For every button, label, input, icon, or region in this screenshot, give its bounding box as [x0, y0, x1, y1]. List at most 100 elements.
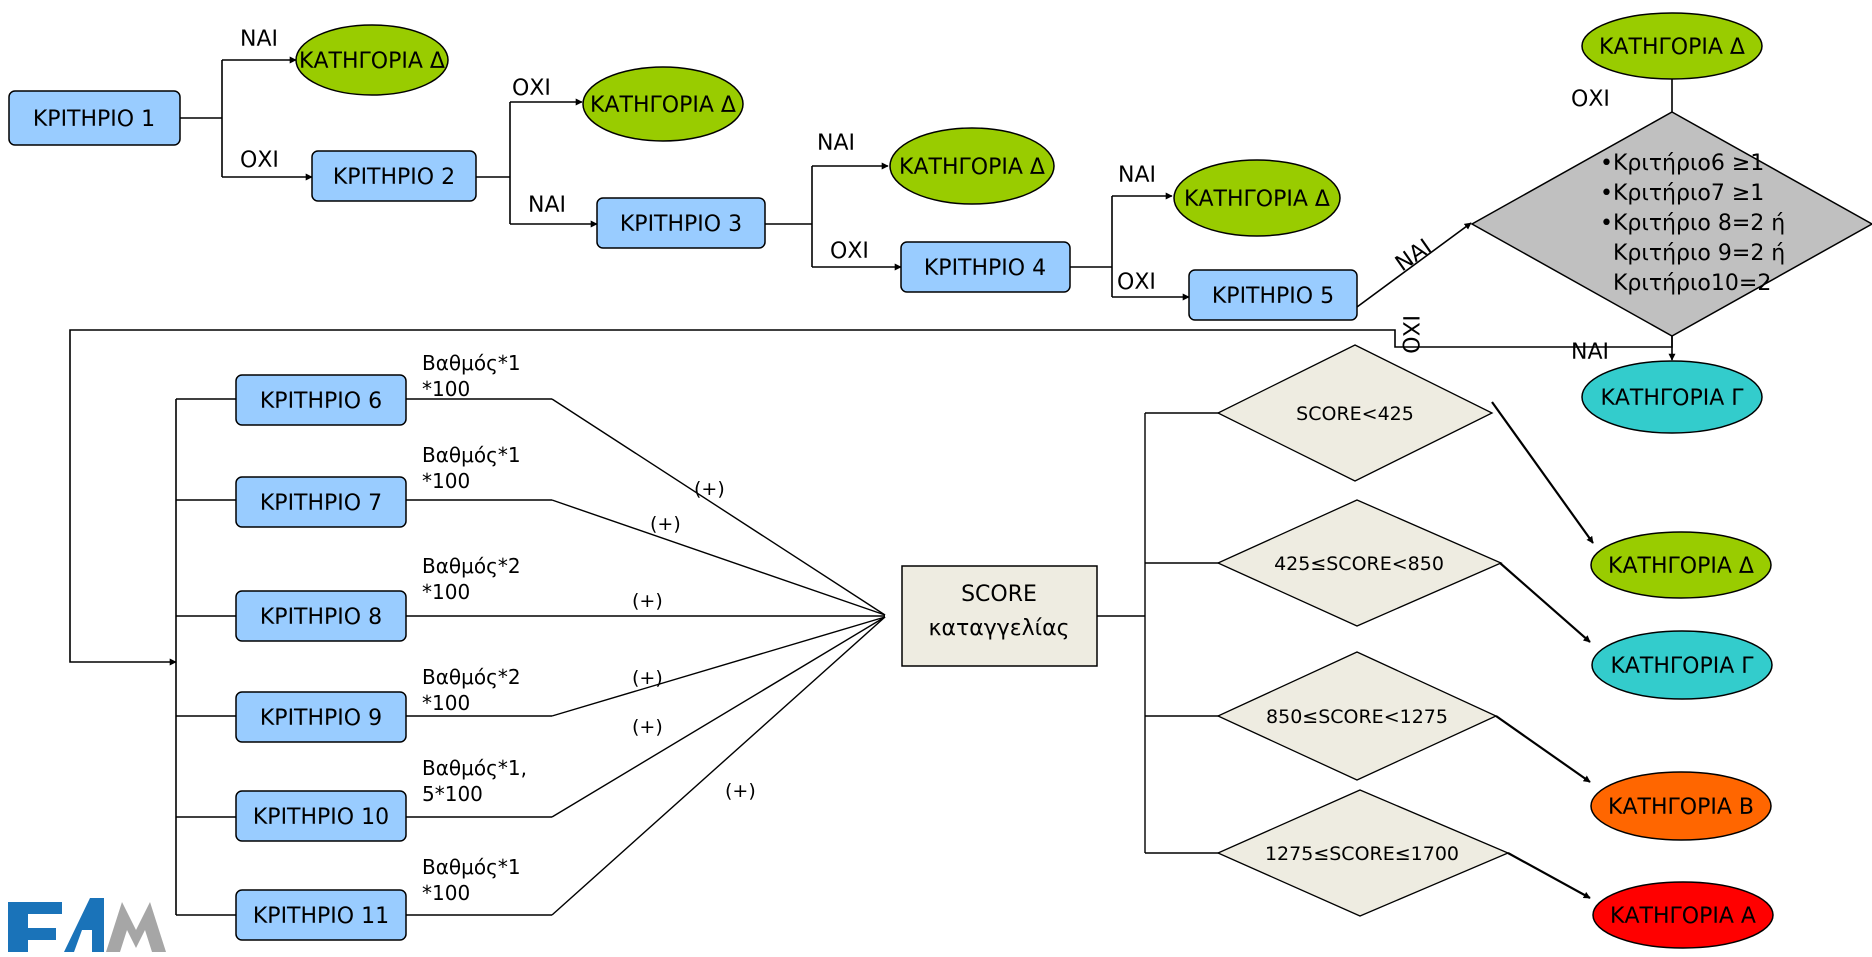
category-b: ΚΑΤΗΓΟΡΙΑ Β [1590, 771, 1772, 841]
category-d-3-label: ΚΑΤΗΓΟΡΙΑ Δ [899, 155, 1045, 180]
score-connectors [406, 398, 1220, 916]
criterion-10-label: ΚΡΙΤΗΡΙΟ 10 [253, 805, 389, 830]
category-d-4: ΚΑΤΗΓΟΡΙΑ Δ [1173, 159, 1341, 237]
criterion-8-label: ΚΡΙΤΗΡΙΟ 8 [260, 605, 382, 630]
category-d-2-label: ΚΑΤΗΓΟΡΙΑ Δ [590, 93, 736, 118]
category-g-2-label: ΚΑΤΗΓΟΡΙΑ Γ [1610, 654, 1754, 679]
condition-line-4: Κριτήριο 9=2 ή [1613, 241, 1785, 266]
no-label-1: ΟΧΙ [240, 148, 279, 173]
plus-label-7: (+) [650, 513, 681, 535]
criterion-1-label: ΚΡΙΤΗΡΙΟ 1 [33, 107, 155, 132]
category-d-1-label: ΚΑΤΗΓΟΡΙΑ Δ [299, 49, 445, 74]
category-g-1-label: ΚΑΤΗΓΟΡΙΑ Γ [1600, 386, 1744, 411]
no-label-2: ΟΧΙ [512, 76, 551, 101]
criterion-3: ΚΡΙΤΗΡΙΟ 3 [596, 197, 766, 249]
category-outcomes: ΚΑΤΗΓΟΡΙΑ Δ ΚΑΤΗΓΟΡΙΑ Δ ΚΑΤΗΓΟΡΙΑ Δ ΚΑΤΗ… [295, 12, 1774, 949]
criterion-2-label: ΚΡΙΤΗΡΙΟ 2 [333, 165, 455, 190]
plus-label-9: (+) [632, 667, 663, 689]
weight-labels: Βαθμός*1 *100 Βαθμός*1 *100 Βαθμός*2 *10… [422, 351, 527, 905]
weight-6-line-1: Βαθμός*1 [422, 351, 521, 375]
category-d-3: ΚΑΤΗΓΟΡΙΑ Δ [889, 127, 1055, 205]
criteria-boxes: ΚΡΙΤΗΡΙΟ 1 ΚΡΙΤΗΡΙΟ 2 ΚΡΙΤΗΡΙΟ 3 ΚΡΙΤΗΡΙ… [8, 90, 1358, 941]
weight-9-line-2: *100 [422, 691, 470, 715]
logo-letter-m [106, 902, 166, 952]
category-d-5: ΚΑΤΗΓΟΡΙΑ Δ [1581, 12, 1763, 80]
weight-11-line-2: *100 [422, 881, 470, 905]
condition-line-2: •Κριτήριο7 ≥1 [1600, 181, 1764, 206]
criterion-5: ΚΡΙΤΗΡΙΟ 5 [1188, 269, 1358, 321]
criterion-3-label: ΚΡΙΤΗΡΙΟ 3 [620, 212, 742, 237]
category-d-2: ΚΑΤΗΓΟΡΙΑ Δ [582, 66, 744, 142]
no-label-5: ΟΧΙ [1571, 87, 1610, 112]
condition-diamond: •Κριτήριο6 ≥1 •Κριτήριο7 ≥1 •Κριτήριο 8=… [1470, 111, 1872, 337]
score-range-3: 850≤SCORE<1275 [1216, 651, 1498, 781]
condition-line-3: •Κριτήριο 8=2 ή [1600, 211, 1785, 236]
yes-label-4: ΝΑΙ [1118, 163, 1156, 188]
criterion-10: ΚΡΙΤΗΡΙΟ 10 [235, 790, 407, 842]
criterion-4: ΚΡΙΤΗΡΙΟ 4 [900, 241, 1071, 293]
criterion-2: ΚΡΙΤΗΡΙΟ 2 [311, 150, 477, 202]
criterion-1: ΚΡΙΤΗΡΙΟ 1 [8, 90, 181, 146]
plus-label-8: (+) [632, 590, 663, 612]
condition-line-5: Κριτήριο10=2 [1613, 271, 1771, 296]
yes-label-diagonal: ΝΑΙ [1391, 235, 1436, 277]
criterion-7-label: ΚΡΙΤΗΡΙΟ 7 [260, 491, 382, 516]
criterion-11: ΚΡΙΤΗΡΙΟ 11 [235, 889, 407, 941]
weight-7-line-1: Βαθμός*1 [422, 443, 521, 467]
score-box-title: SCORE [961, 582, 1037, 607]
weight-6-line-2: *100 [422, 377, 470, 401]
eam-logo [8, 898, 166, 952]
criterion-11-label: ΚΡΙΤΗΡΙΟ 11 [253, 904, 389, 929]
category-g-1: ΚΑΤΗΓΟΡΙΑ Γ [1581, 360, 1763, 434]
score-ranges: SCORE<425 425≤SCORE<850 850≤SCORE<1275 1… [1216, 344, 1510, 917]
category-d-5-label: ΚΑΤΗΓΟΡΙΑ Δ [1599, 35, 1745, 60]
score-range-1-label: SCORE<425 [1296, 403, 1414, 425]
yes-label-1: ΝΑΙ [240, 27, 278, 52]
score-range-3-label: 850≤SCORE<1275 [1266, 706, 1448, 728]
category-d-4-label: ΚΑΤΗΓΟΡΙΑ Δ [1184, 187, 1330, 212]
category-d-6: ΚΑΤΗΓΟΡΙΑ Δ [1590, 531, 1772, 599]
score-range-2-label: 425≤SCORE<850 [1274, 553, 1444, 575]
no-label-vertical: ΙΧΟ [1397, 315, 1422, 354]
logo-letter-e [8, 902, 62, 952]
plus-label-10: (+) [632, 716, 663, 738]
criterion-9: ΚΡΙΤΗΡΙΟ 9 [235, 691, 407, 743]
criterion-9-label: ΚΡΙΤΗΡΙΟ 9 [260, 706, 382, 731]
category-a: ΚΑΤΗΓΟΡΙΑ Α [1592, 881, 1774, 949]
score-range-4: 1275≤SCORE≤1700 [1216, 789, 1510, 917]
criterion-4-label: ΚΡΙΤΗΡΙΟ 4 [924, 256, 1046, 281]
yes-label-5: ΝΑΙ [1571, 340, 1609, 365]
weight-10-line-2: 5*100 [422, 782, 483, 806]
category-d-6-label: ΚΑΤΗΓΟΡΙΑ Δ [1608, 554, 1754, 579]
plus-labels: (+) (+) (+) (+) (+) (+) [632, 478, 756, 802]
no-label-3: ΟΧΙ [830, 239, 869, 264]
criterion-5-label: ΚΡΙΤΗΡΙΟ 5 [1212, 284, 1334, 309]
no-label-4: ΟΧΙ [1117, 270, 1156, 295]
weight-8-line-1: Βαθμός*2 [422, 554, 521, 578]
criterion-8: ΚΡΙΤΗΡΙΟ 8 [235, 590, 407, 642]
score-range-4-label: 1275≤SCORE≤1700 [1265, 843, 1459, 865]
category-a-label: ΚΑΤΗΓΟΡΙΑ Α [1610, 904, 1756, 929]
weight-8-line-2: *100 [422, 580, 470, 604]
plus-label-6: (+) [694, 478, 725, 500]
score-range-1: SCORE<425 [1216, 344, 1494, 482]
yes-label-3: ΝΑΙ [817, 131, 855, 156]
weight-11-line-1: Βαθμός*1 [422, 855, 521, 879]
category-d-1: ΚΑΤΗΓΟΡΙΑ Δ [295, 24, 449, 96]
criterion-6: ΚΡΙΤΗΡΙΟ 6 [235, 374, 407, 426]
condition-line-1: •Κριτήριο6 ≥1 [1600, 151, 1764, 176]
weight-7-line-2: *100 [422, 469, 470, 493]
range-arrows [1491, 401, 1594, 899]
top-connectors [69, 56, 1676, 916]
score-box: SCORE καταγγελίας [901, 565, 1098, 667]
criterion-7: ΚΡΙΤΗΡΙΟ 7 [235, 476, 407, 528]
criterion-6-label: ΚΡΙΤΗΡΙΟ 6 [260, 389, 382, 414]
weight-9-line-1: Βαθμός*2 [422, 665, 521, 689]
weight-10-line-1: Βαθμός*1, [422, 756, 527, 780]
plus-label-11: (+) [725, 780, 756, 802]
category-b-label: ΚΑΤΗΓΟΡΙΑ Β [1608, 795, 1754, 820]
score-box-subtitle: καταγγελίας [928, 616, 1069, 641]
yes-label-2: ΝΑΙ [528, 193, 566, 218]
